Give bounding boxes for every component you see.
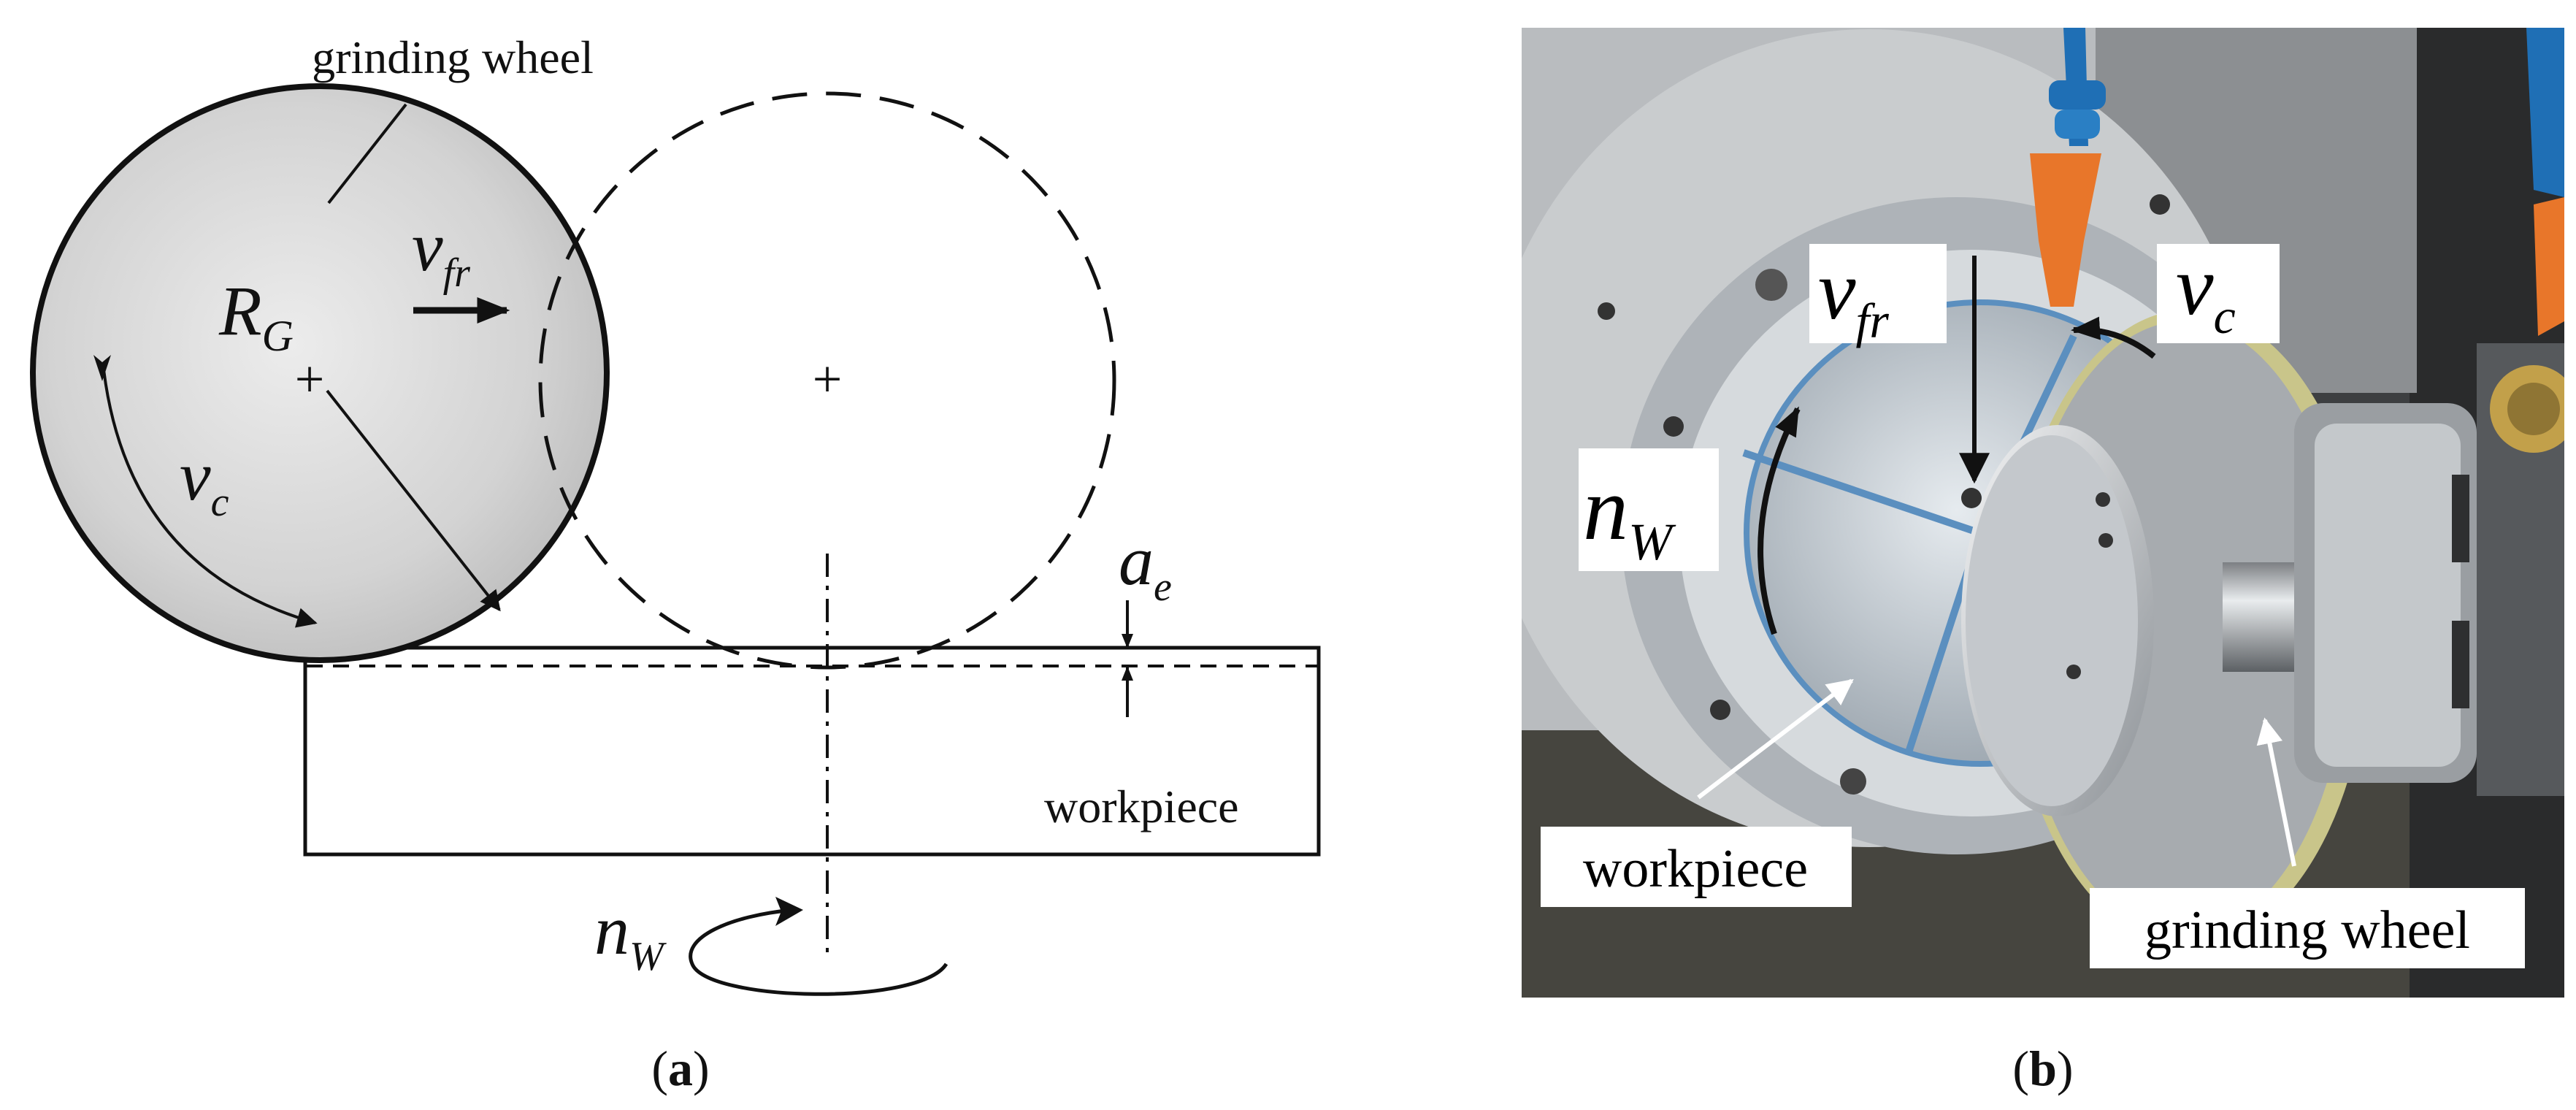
grinding-wheel-label-box bbox=[2090, 888, 2525, 968]
grinding-wheel-pointer bbox=[2256, 717, 2296, 867]
displaced-center-mark: + bbox=[813, 350, 843, 408]
workpiece-speed-box bbox=[1579, 448, 1719, 571]
panel-a: + + grinding wheel RG vfr vc ae workpiec… bbox=[30, 31, 1321, 1096]
workpiece-label-photo: workpiece bbox=[1583, 839, 1808, 899]
grinding-wheel-label: grinding wheel bbox=[312, 31, 594, 83]
panel-a-caption: (a) bbox=[651, 1041, 709, 1096]
coolant-nozzle-orange bbox=[2030, 153, 2101, 307]
workpiece-rotation-arrow-photo bbox=[1757, 406, 1801, 635]
rotation-arrowhead bbox=[775, 897, 803, 926]
cutting-speed-symbol: vc bbox=[180, 437, 229, 525]
wheel-center-mark: + bbox=[295, 350, 325, 408]
workpiece-block bbox=[303, 646, 1321, 857]
feed-velocity-box bbox=[1809, 244, 1947, 343]
workpiece-speed-label: nW bbox=[1583, 459, 1676, 571]
workpiece-label-box bbox=[1541, 827, 1852, 907]
workpiece-rotation-arrow bbox=[689, 908, 948, 996]
workpiece-label: workpiece bbox=[1044, 781, 1239, 832]
radius-arrow bbox=[326, 389, 501, 612]
feed-velocity-label: vfr bbox=[1818, 244, 1889, 348]
panel-b-caption: (b) bbox=[2012, 1041, 2073, 1096]
grinding-wheel-circle bbox=[30, 83, 610, 663]
cutting-speed-tail bbox=[93, 355, 111, 381]
cutting-speed-arrow bbox=[2071, 316, 2156, 359]
depth-of-cut-symbol: ae bbox=[1119, 521, 1172, 610]
grinding-wheel-label-photo: grinding wheel bbox=[2144, 900, 2470, 960]
feed-velocity-symbol: vfr bbox=[412, 207, 470, 296]
cutting-speed-label: vc bbox=[2176, 240, 2236, 344]
cutting-speed-box bbox=[2157, 244, 2280, 343]
machine-photo bbox=[1522, 28, 2564, 998]
workpiece-pointer bbox=[1697, 678, 1854, 800]
radius-symbol: RG bbox=[218, 272, 294, 360]
workpiece-speed-symbol: nW bbox=[594, 891, 667, 979]
grinding-wheel-leader bbox=[327, 103, 407, 204]
cutting-speed-arc bbox=[102, 369, 318, 628]
panel-b: vfr vc nW workpiece grinding wheel (b) bbox=[1522, 28, 2564, 1096]
